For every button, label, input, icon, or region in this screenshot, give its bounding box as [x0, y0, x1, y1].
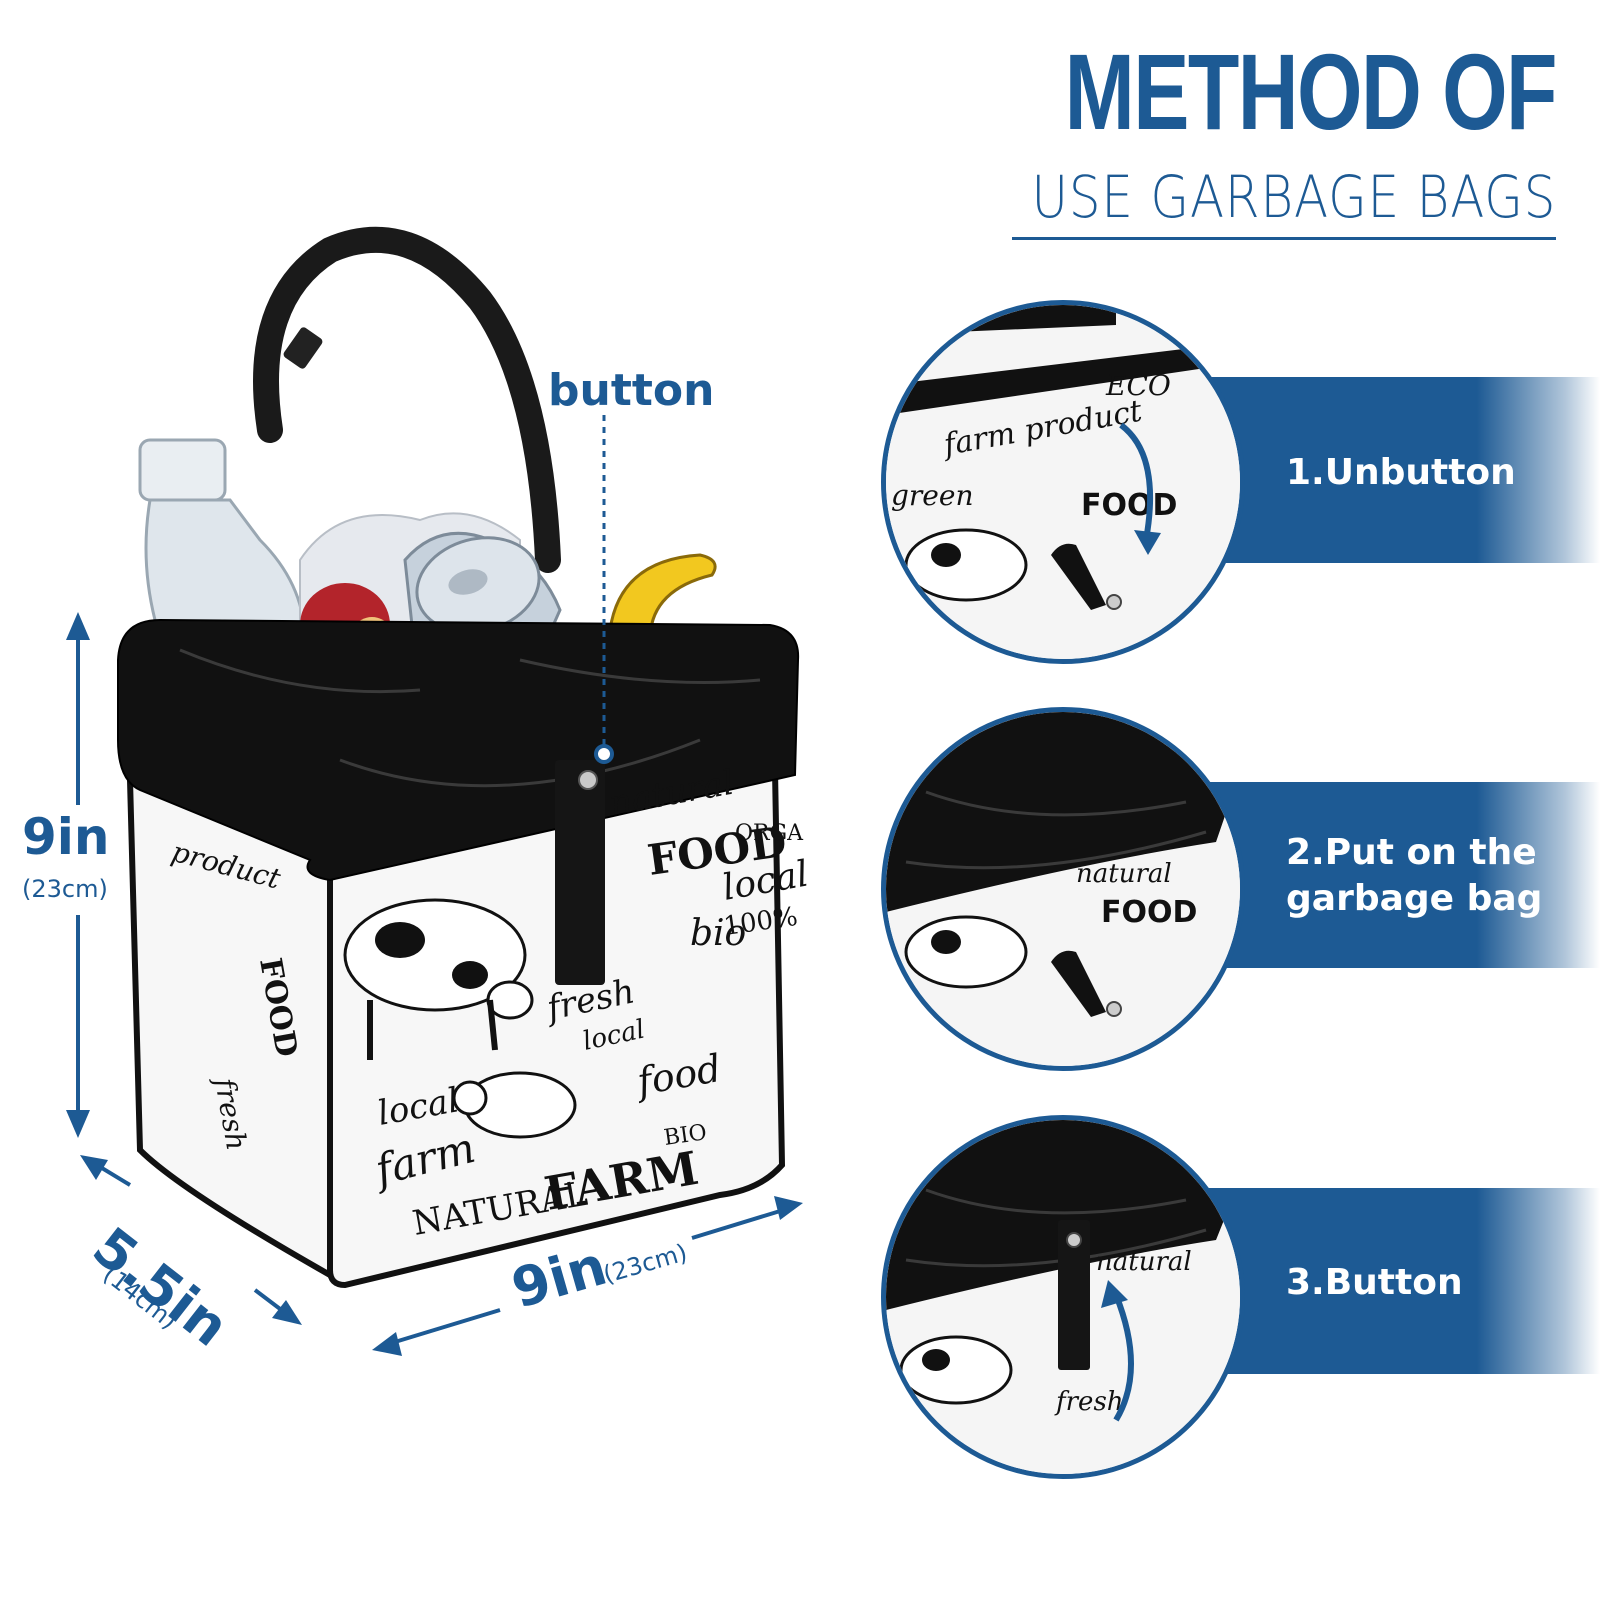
strap-buckle	[283, 327, 323, 369]
step-2-label-line1: 2.Put on the	[1286, 832, 1537, 873]
garbage-bag-rim	[117, 618, 800, 882]
step1-print-green: green	[891, 479, 973, 512]
page-title: METHOD OF	[1064, 31, 1558, 152]
page-subtitle: USE GARBAGE BAGS	[1031, 163, 1556, 231]
carry-strap	[253, 226, 561, 573]
step2-print-natural: natural	[1076, 859, 1172, 889]
step-3-label: 3.Button	[1286, 1262, 1463, 1303]
snap-button	[578, 770, 598, 790]
bag-side-panel	[126, 775, 333, 1281]
button-callout-dot	[594, 744, 614, 764]
depth-dimension-arrow	[80, 1155, 302, 1325]
height-value: 9in	[22, 808, 110, 866]
step-3-image: natural fresh	[881, 1115, 1245, 1479]
print-bio: bio	[690, 913, 746, 954]
print-bio-caps: BIO	[662, 1120, 708, 1151]
height-dimension-arrow	[66, 612, 90, 1138]
step3-print-fresh: fresh	[1054, 1387, 1124, 1417]
banana-icon	[608, 553, 717, 642]
title-underline	[1012, 237, 1556, 240]
button-strap	[555, 760, 605, 985]
pig-illustration	[452, 1071, 577, 1139]
step1-print-food: FOOD	[1081, 488, 1177, 523]
step1-print-eco: ECO	[1105, 369, 1171, 402]
width-dimension-arrow	[372, 1196, 803, 1356]
step2-print-food: FOOD	[1101, 895, 1197, 930]
cow-illustration	[343, 898, 534, 1060]
step3-print-natural: natural	[1096, 1247, 1192, 1277]
print-orga: ORGA	[735, 821, 804, 846]
step-1-label: 1.Unbutton	[1286, 452, 1516, 493]
step-2-label-line2: garbage bag	[1286, 878, 1543, 919]
button-callout-label: button	[548, 365, 715, 416]
step-2-image: natural FOOD	[881, 707, 1245, 1071]
step-1-image: ECO farm product FOOD green	[881, 300, 1245, 664]
height-metric: (23cm)	[22, 875, 108, 903]
trash-bag-illustration: natural FOOD ORGA local bio 100% fresh l…	[66, 226, 812, 1356]
